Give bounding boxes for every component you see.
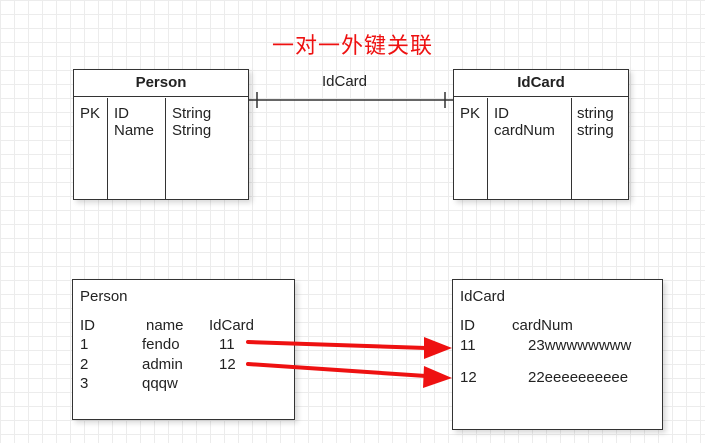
diagram-title: 一对一外键关联 bbox=[271, 33, 433, 58]
entity-person-name: Person bbox=[74, 70, 248, 97]
table-person-header-idcard: IdCard bbox=[209, 317, 255, 334]
arrow-fk-12 bbox=[246, 362, 428, 378]
table-row-cell: 11 bbox=[219, 336, 235, 353]
table-row-cell: 23wwwwwwww bbox=[528, 337, 632, 354]
arrow-fk-11 bbox=[246, 340, 428, 350]
table-row-cell: 12 bbox=[460, 369, 477, 386]
entity-person[interactable]: Person PK ID Name String String bbox=[73, 69, 249, 200]
table-row-cell: qqqw bbox=[142, 375, 178, 392]
table-idcard-header-cardnum: cardNum bbox=[512, 317, 573, 334]
table-idcard-title: IdCard bbox=[460, 288, 506, 305]
table-person-header-name: name bbox=[146, 317, 184, 334]
table-row-cell: 3 bbox=[80, 375, 89, 392]
relationship-label: IdCard bbox=[322, 73, 368, 90]
entity-idcard-divider-2 bbox=[571, 98, 572, 199]
entity-idcard-divider-1 bbox=[487, 98, 488, 199]
entity-person-key: PK bbox=[80, 105, 101, 122]
table-idcard-header-id: ID bbox=[460, 317, 475, 334]
entity-person-divider-1 bbox=[107, 98, 108, 199]
table-row-cell: 2 bbox=[80, 356, 89, 373]
entity-idcard-types: string string bbox=[577, 105, 614, 139]
entity-idcard-name: IdCard bbox=[454, 70, 628, 97]
table-row-cell: 1 bbox=[80, 336, 89, 353]
entity-idcard-key: PK bbox=[460, 105, 481, 122]
table-row-cell: admin bbox=[142, 356, 183, 373]
entity-person-divider-2 bbox=[165, 98, 166, 199]
entity-idcard[interactable]: IdCard PK ID cardNum string string bbox=[453, 69, 629, 200]
table-row-cell: 12 bbox=[219, 356, 236, 373]
entity-person-fields: ID Name bbox=[114, 105, 155, 139]
table-idcard[interactable]: IdCard ID cardNum 11 23wwwwwwww 12 22eee… bbox=[452, 279, 663, 430]
table-person-title: Person bbox=[80, 288, 128, 305]
arrowhead-fk-11 bbox=[424, 337, 452, 359]
entity-person-types: String String bbox=[172, 105, 212, 139]
table-row-cell: 22eeeeeeeeee bbox=[528, 369, 629, 386]
table-row-cell: 11 bbox=[460, 337, 476, 354]
table-person-header-id: ID bbox=[80, 317, 95, 334]
table-person[interactable]: Person ID name IdCard 1 fendo 11 2 admin… bbox=[72, 279, 295, 420]
entity-idcard-fields: ID cardNum bbox=[494, 105, 555, 139]
arrowhead-fk-12 bbox=[423, 366, 452, 388]
table-row-cell: fendo bbox=[142, 336, 180, 353]
